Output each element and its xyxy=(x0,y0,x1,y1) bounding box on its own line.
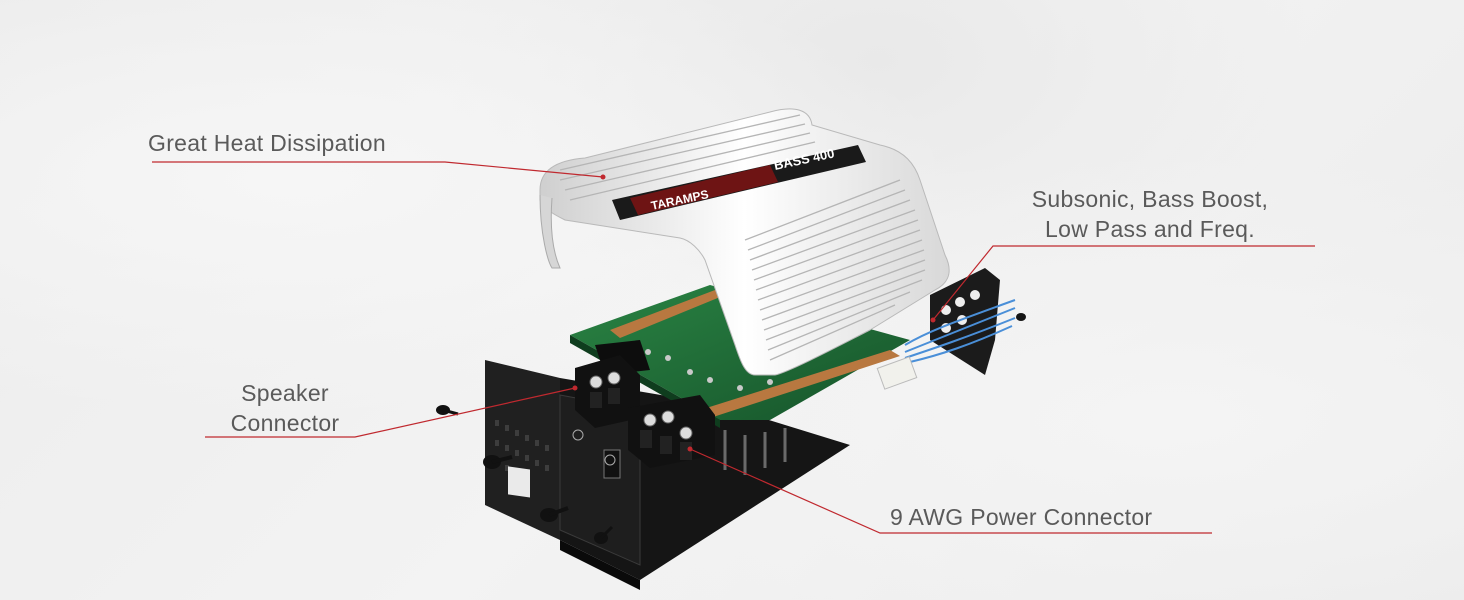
callout-controls: Subsonic, Bass Boost, Low Pass and Freq. xyxy=(1000,184,1300,244)
heatsink: TARAMPS BASS 400 xyxy=(539,108,950,376)
callout-power-connector: 9 AWG Power Connector xyxy=(890,502,1152,532)
brand-plate: TARAMPS BASS 400 xyxy=(612,145,866,220)
power-terminal-block xyxy=(628,395,715,468)
callout-power-text: 9 AWG Power Connector xyxy=(890,504,1153,530)
speaker-terminal-block xyxy=(575,355,640,428)
callout-speaker-line2: Connector xyxy=(230,410,340,436)
callout-heat-text: Great Heat Dissipation xyxy=(148,130,386,156)
callout-speaker-connector: Speaker Connector xyxy=(200,378,370,438)
callout-heat-dissipation: Great Heat Dissipation xyxy=(148,128,386,158)
leader-lines xyxy=(152,161,1315,534)
callout-controls-line2: Low Pass and Freq. xyxy=(1045,216,1255,242)
callout-speaker-line1: Speaker xyxy=(241,380,329,406)
callout-controls-line1: Subsonic, Bass Boost, xyxy=(1031,186,1269,212)
screws xyxy=(436,405,614,544)
